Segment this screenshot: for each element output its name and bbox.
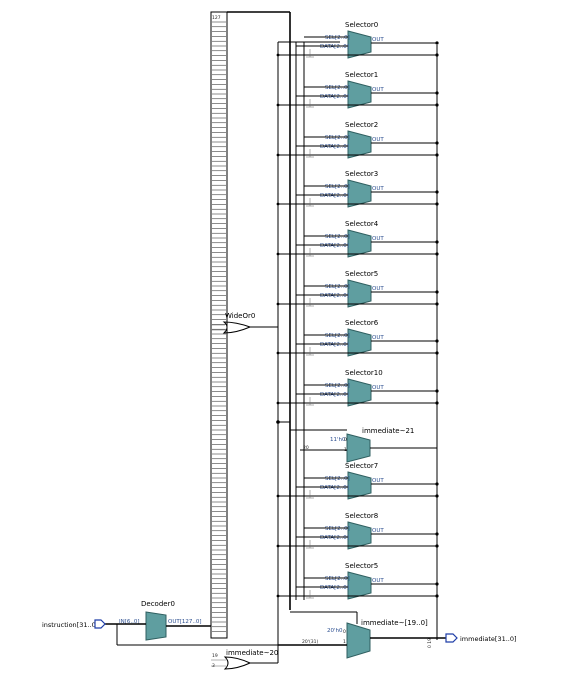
- immediate-big-mux: immediate~[19..0] 20'h0 20'(31) 0 1 0 19: [278, 611, 446, 659]
- selector-upper-title: Selector2: [345, 121, 378, 129]
- selector-lower-title: Selector7: [345, 462, 378, 470]
- selector-mux-shape: [347, 130, 372, 159]
- mux-big-title: immediate~[19..0]: [361, 619, 428, 627]
- selector-mux-shape: [347, 179, 372, 208]
- selector-upper-title: Selector5: [345, 270, 378, 278]
- selector-lower-title: Selector5: [345, 562, 378, 570]
- sel-pin-label: SEL[2..0]: [325, 333, 350, 339]
- decoder-in-pin: IN[6..0]: [119, 619, 140, 625]
- data-pin-label: DATA[2..0]: [320, 293, 349, 299]
- selector-mux-shape: [347, 471, 372, 500]
- out-pin-label: OUT: [372, 186, 384, 192]
- decoder-out-pin: OUT[127..0]: [168, 619, 202, 625]
- out-pin-label: OUT: [372, 528, 384, 534]
- selector-upper-title: Selector4: [345, 220, 379, 228]
- vertical-buses: [227, 11, 438, 645]
- mux21-title: immediate~21: [362, 427, 414, 435]
- mux-big-sel0: 0: [343, 629, 346, 635]
- selector-mux-shape: [347, 80, 372, 109]
- or20-in-a: 19: [212, 653, 218, 659]
- data-pin-label: DATA[2..0]: [320, 585, 349, 591]
- selector-mux-shape: [347, 229, 372, 258]
- out-pin-label: OUT: [372, 236, 384, 242]
- mux-big-const: 20'h0: [327, 628, 343, 634]
- sel-pin-label: SEL[2..0]: [325, 234, 350, 240]
- mux-big-in-label: 20'(31): [302, 639, 318, 645]
- selector-upper-title: Selector0: [345, 21, 378, 29]
- data-pin-label: DATA[2..0]: [320, 535, 349, 541]
- data-pin-label: DATA[2..0]: [320, 243, 349, 249]
- data-pin-label: DATA[2..0]: [320, 144, 349, 150]
- out-pin-label: OUT: [372, 478, 384, 484]
- selector-upper-title: Selector10: [345, 369, 383, 377]
- sel-pin-label: SEL[2..0]: [325, 576, 350, 582]
- wideor-title: WideOr0: [225, 312, 255, 320]
- selector-mux-shape: [347, 571, 372, 600]
- selector-upper-title: Selector3: [345, 170, 378, 178]
- input-port-label: instruction[31..0]: [42, 621, 98, 629]
- sel-pin-label: SEL[2..0]: [325, 184, 350, 190]
- data-pin-label: DATA[2..0]: [320, 44, 349, 50]
- out-pin-label: OUT: [372, 37, 384, 43]
- selector-upper-title: Selector1: [345, 71, 378, 79]
- sel-pin-label: SEL[2..0]: [325, 526, 350, 532]
- out-pin-label: OUT: [372, 335, 384, 341]
- sel-pin-label: SEL[2..0]: [325, 135, 350, 141]
- sel-pin-label: SEL[2..0]: [325, 85, 350, 91]
- selector-mux-shape: [347, 279, 372, 308]
- out-pin-label: OUT: [372, 87, 384, 93]
- sel-pin-label: SEL[2..0]: [325, 476, 350, 482]
- data-pin-label: DATA[2..0]: [320, 342, 349, 348]
- out-pin-label: OUT: [372, 578, 384, 584]
- selector-mux-shape: [347, 30, 372, 59]
- wideor-gate: WideOr0: [211, 312, 255, 334]
- data-pin-label: DATA[2..0]: [320, 193, 349, 199]
- output-bit-label: 0 19: [427, 638, 433, 648]
- selector-upper-title: Selector6: [345, 319, 379, 327]
- selector-lower-title: Selector8: [345, 512, 378, 520]
- immediate-output-port[interactable]: immediate[31..0]: [445, 633, 517, 643]
- out-pin-label: OUT: [372, 137, 384, 143]
- selector-mux-shape: [347, 328, 372, 357]
- or20-title: immediate~20: [226, 649, 278, 657]
- output-port-label: immediate[31..0]: [460, 635, 517, 643]
- decoder-block: Decoder0 IN[6..0] OUT[127..0]: [105, 600, 278, 646]
- sel-pin-label: SEL[2..0]: [325, 284, 350, 290]
- sel-pin-label: SEL[2..0]: [325, 35, 350, 41]
- decoder-title: Decoder0: [141, 600, 175, 608]
- selector-mux-shape: [347, 521, 372, 550]
- out-pin-label: OUT: [372, 286, 384, 292]
- immediate-21-mux: immediate~21 11'h0 20 0 1: [290, 427, 437, 463]
- bus-top-label: 127: [212, 15, 221, 21]
- selector-column: Selector0SEL[2..0]DATA[2..0]OUTSelector1…: [276, 21, 439, 600]
- data-pin-label: DATA[2..0]: [320, 392, 349, 398]
- mux21-sel0: 0: [344, 437, 347, 443]
- immediate-20-or-gate: immediate~20 19 3: [211, 645, 279, 670]
- mux21-const: 11'h0: [330, 437, 346, 443]
- selector-mux-shape: [347, 378, 372, 407]
- instruction-input-port[interactable]: instruction[31..0]: [42, 619, 106, 629]
- data-pin-label: DATA[2..0]: [320, 485, 349, 491]
- mux-big-sel1: 1: [343, 639, 346, 645]
- bus-bit-ticks: [212, 21, 226, 632]
- out-pin-label: OUT: [372, 385, 384, 391]
- data-pin-label: DATA[2..0]: [320, 94, 349, 100]
- sel-pin-label: SEL[2..0]: [325, 383, 350, 389]
- mux21-in-label: 20: [303, 445, 309, 451]
